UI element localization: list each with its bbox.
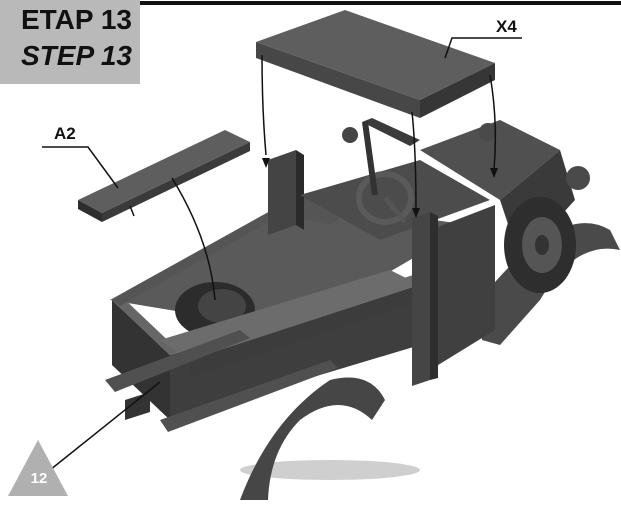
- rear-fender: [240, 377, 385, 500]
- part-label-a2: A2: [54, 124, 76, 143]
- page-number-triangle: [8, 440, 68, 496]
- x4-leader-line: [444, 37, 522, 59]
- page-number: 12: [30, 470, 48, 487]
- bed-rear-wall: [112, 300, 170, 420]
- hood: [420, 120, 560, 200]
- step-title-pl: ETAP 13: [20, 4, 132, 35]
- part-label-x4: X4: [496, 17, 517, 36]
- canopy-roof: [256, 10, 495, 100]
- part-a2-plank: [78, 130, 250, 213]
- partition-post: [268, 150, 296, 235]
- step-label-box: ETAP 13 STEP 13: [0, 0, 140, 84]
- step-title-en: STEP 13: [20, 40, 132, 71]
- steering-wheel: [356, 171, 414, 225]
- a2-leader-line: [42, 146, 119, 189]
